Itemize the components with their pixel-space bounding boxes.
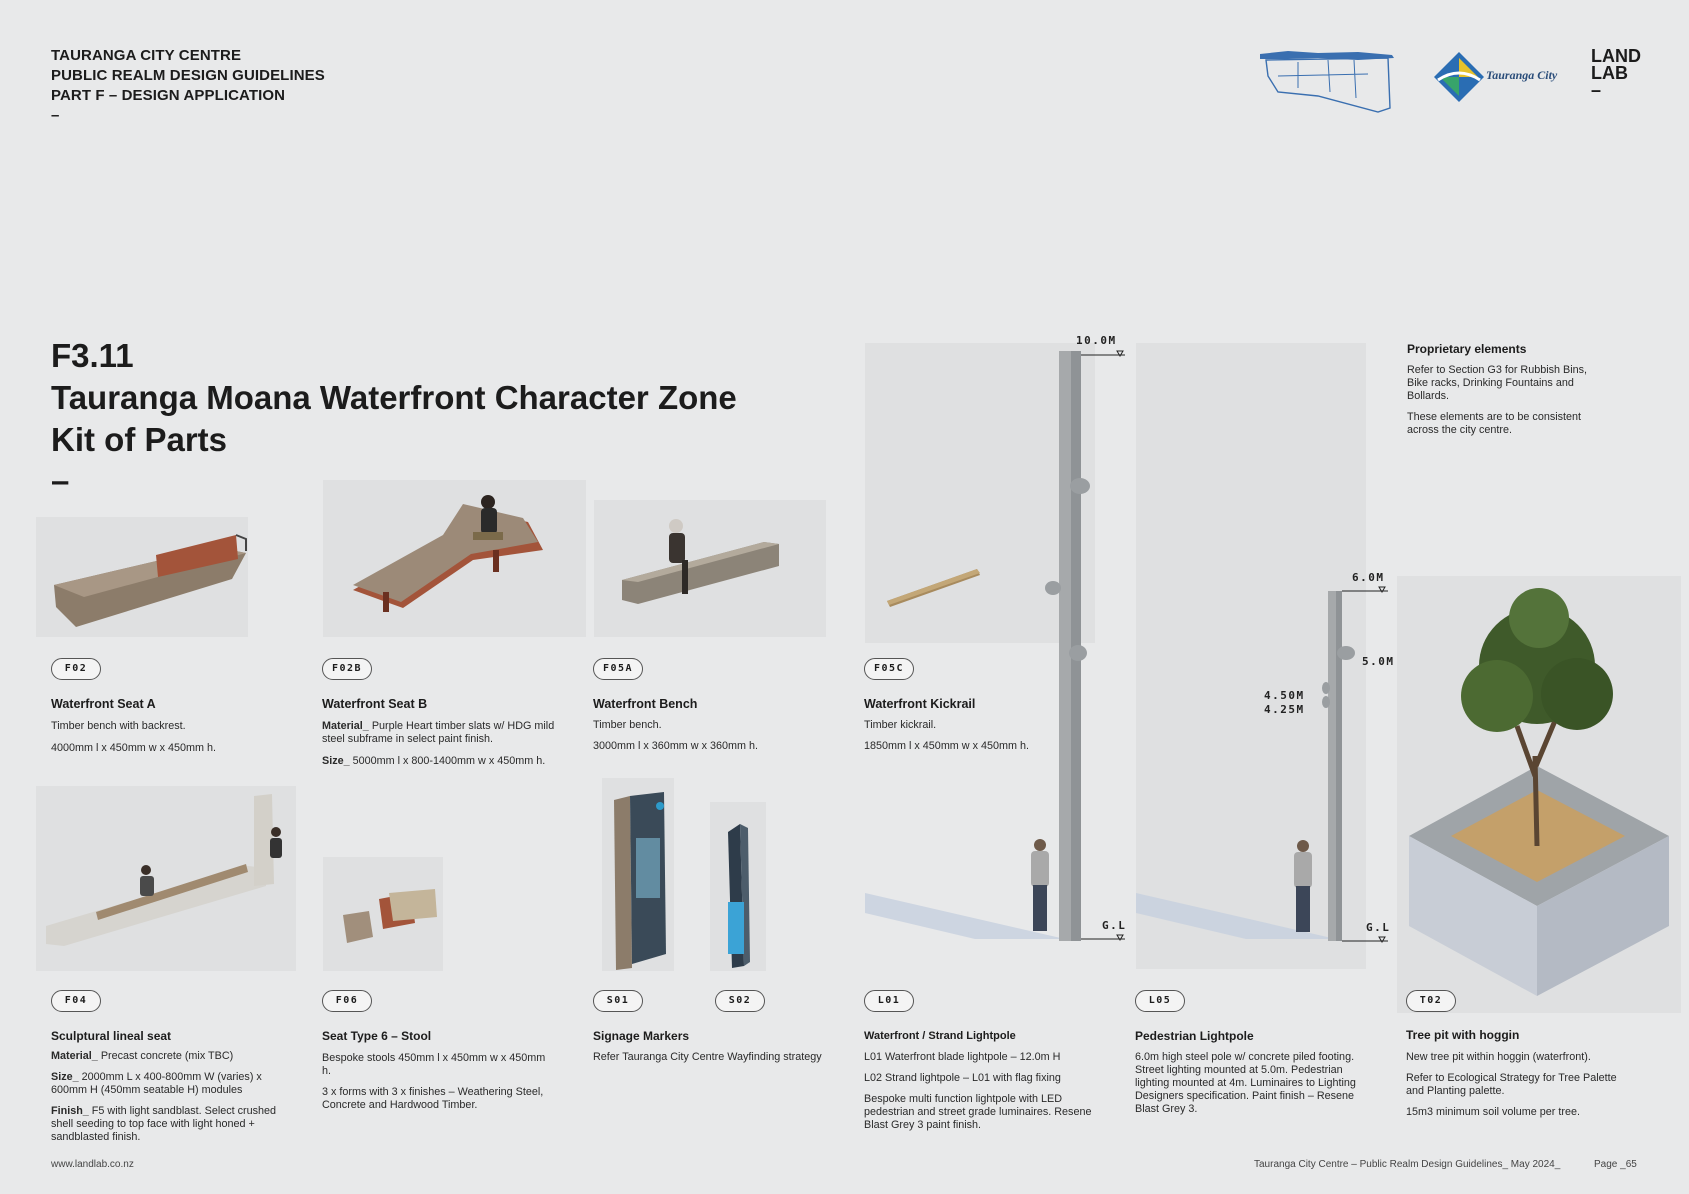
f06-desc-2: 3 x forms with 3 x finishes – Weathering… [322, 1086, 544, 1111]
header-line-2: PUBLIC REALM DESIGN GUIDELINES [51, 67, 325, 84]
f05c-desc-2: 1850mm l x 450mm w x 450mm h. [864, 740, 1030, 752]
location-key-map [1260, 51, 1394, 113]
f05a-illustration [594, 500, 826, 637]
l05-ped-light-a-label: 4.50M [1264, 689, 1305, 702]
f02b-size: 5000mm l x 800-1400mm w x 450mm h. [352, 755, 546, 767]
f02b-material-label: Material_ [322, 720, 369, 732]
l01-desc-3: Bespoke multi function lightpole with LE… [864, 1093, 1092, 1131]
l01-description: L01 Waterfront blade lightpole – 12.0m H… [864, 1051, 1109, 1140]
t02-desc-3: 15m3 minimum soil volume per tree. [1406, 1106, 1581, 1118]
f04-size-label: Size_ [51, 1071, 79, 1083]
tag-f05a: F05A [593, 658, 644, 680]
tag-l05: L05 [1135, 990, 1185, 1012]
section-number: F3.11 [51, 337, 134, 374]
l05-title: Pedestrian Lightpole [1135, 1029, 1254, 1043]
f02b-title: Waterfront Seat B [322, 697, 428, 711]
tag-f05c: F05C [864, 658, 915, 680]
f02-title: Waterfront Seat A [51, 697, 156, 711]
t02-desc-1: New tree pit within hoggin (waterfront). [1406, 1051, 1591, 1063]
f02-desc-2: 4000mm l x 450mm w x 450mm h. [51, 742, 217, 754]
proprietary-text: Refer to Section G3 for Rubbish Bins, Bi… [1407, 364, 1607, 445]
f05a-title: Waterfront Bench [593, 697, 698, 711]
logo-land: LAND [1591, 46, 1641, 66]
s02-illustration [710, 802, 766, 971]
f02b-size-label: Size_ [322, 755, 350, 767]
council-name: Tauranga City [1486, 68, 1558, 82]
t02-title: Tree pit with hoggin [1406, 1028, 1520, 1042]
l01-ground-label: G.L [1102, 919, 1127, 932]
f06-description: Bespoke stools 450mm l x 450mm w x 450mm… [322, 1052, 547, 1120]
f06-desc-1: Bespoke stools 450mm l x 450mm w x 450mm… [322, 1052, 546, 1077]
f02-desc-1: Timber bench with backrest. [51, 720, 186, 732]
proprietary-p1: Refer to Section G3 for Rubbish Bins, Bi… [1407, 364, 1588, 402]
f04-size: 2000mm L x 400-800mm W (varies) x 600mm … [51, 1071, 262, 1096]
f02b-description: Material_ Purple Heart timber slats w/ H… [322, 720, 577, 776]
f04-finish-label: Finish_ [51, 1105, 89, 1117]
tag-t02: T02 [1406, 990, 1456, 1012]
l05-ped-light-b-label: 4.25M [1264, 703, 1305, 716]
l01-desc-2: L02 Strand lightpole – L01 with flag fix… [864, 1072, 1061, 1084]
l01-illustration [865, 343, 1125, 969]
s01-description: Refer Tauranga City Centre Wayfinding st… [593, 1051, 823, 1072]
header-line-1: TAURANGA CITY CENTRE [51, 47, 242, 64]
f05a-description: Timber bench. 3000mm l x 360mm w x 360mm… [593, 719, 843, 761]
footer-document-title: Tauranga City Centre – Public Realm Desi… [1254, 1159, 1561, 1170]
f02-description: Timber bench with backrest. 4000mm l x 4… [51, 720, 281, 763]
tauranga-city-logo: Tauranga City [1432, 50, 1562, 105]
document-header: TAURANGA CITY CENTRE PUBLIC REALM DESIGN… [51, 46, 325, 126]
logo-lab: LAB [1591, 63, 1628, 83]
tag-f02: F02 [51, 658, 101, 680]
f06-title: Seat Type 6 – Stool [322, 1029, 432, 1043]
tag-f02b: F02B [322, 658, 373, 680]
t02-illustration [1397, 576, 1681, 1013]
f05a-desc-2: 3000mm l x 360mm w x 360mm h. [593, 740, 759, 752]
f05c-title: Waterfront Kickrail [864, 697, 976, 711]
logo-dash: – [1591, 80, 1602, 100]
section-dash: – [51, 462, 70, 499]
l05-desc-1: 6.0m high steel pole w/ concrete piled f… [1135, 1051, 1356, 1115]
footer-page-number: Page _65 [1594, 1159, 1637, 1170]
f04-material-label: Material_ [51, 1050, 98, 1062]
header-line-3: PART F – DESIGN APPLICATION [51, 87, 286, 104]
l01-height-label: 10.0M [1076, 334, 1117, 347]
section-subtitle: Kit of Parts [51, 421, 228, 458]
f04-title: Sculptural lineal seat [51, 1029, 172, 1043]
footer-website: www.landlab.co.nz [51, 1159, 134, 1170]
tag-f06: F06 [322, 990, 372, 1012]
proprietary-title: Proprietary elements [1407, 342, 1527, 356]
l01-title: Waterfront / Strand Lightpole [864, 1030, 1016, 1042]
f05c-description: Timber kickrail. 1850mm l x 450mm w x 45… [864, 719, 1114, 761]
f02b-material: Purple Heart timber slats w/ HDG mild st… [322, 720, 555, 745]
l05-height-label: 6.0M [1352, 571, 1385, 584]
section-title: Tauranga Moana Waterfront Character Zone [51, 379, 737, 416]
proprietary-p2: These elements are to be consistent acro… [1407, 411, 1582, 436]
f06-illustration [323, 857, 443, 971]
f05c-desc-1: Timber kickrail. [864, 719, 937, 731]
s01-title: Signage Markers [593, 1029, 690, 1043]
f05a-desc-1: Timber bench. [593, 719, 662, 731]
f04-material: Precast concrete (mix TBC) [100, 1050, 234, 1062]
l05-illustration [1136, 343, 1388, 969]
l01-desc-1: L01 Waterfront blade lightpole – 12.0m H [864, 1051, 1061, 1063]
t02-desc-2: Refer to Ecological Strategy for Tree Pa… [1406, 1072, 1617, 1097]
f02-illustration [36, 517, 248, 637]
header-dash: – [51, 107, 60, 124]
s01-illustration [602, 778, 674, 971]
s01-desc-1: Refer Tauranga City Centre Wayfinding st… [593, 1051, 822, 1063]
l05-street-light-label: 5.0M [1362, 655, 1395, 668]
l05-description: 6.0m high steel pole w/ concrete piled f… [1135, 1051, 1360, 1124]
section-title-block: F3.11 Tauranga Moana Waterfront Characte… [51, 335, 737, 501]
tag-f04: F04 [51, 990, 101, 1012]
tag-l01: L01 [864, 990, 914, 1012]
t02-description: New tree pit within hoggin (waterfront).… [1406, 1051, 1636, 1127]
landlab-logo: LAND LAB – [1591, 46, 1641, 100]
f02b-illustration [323, 480, 586, 637]
tag-s01: S01 [593, 990, 643, 1012]
f04-description: Material_ Precast concrete (mix TBC) Siz… [51, 1050, 291, 1152]
tag-s02: S02 [715, 990, 765, 1012]
f04-illustration [36, 786, 296, 971]
l05-ground-label: G.L [1366, 921, 1391, 934]
f04-finish: F5 with light sandblast. Select crushed … [51, 1105, 277, 1143]
